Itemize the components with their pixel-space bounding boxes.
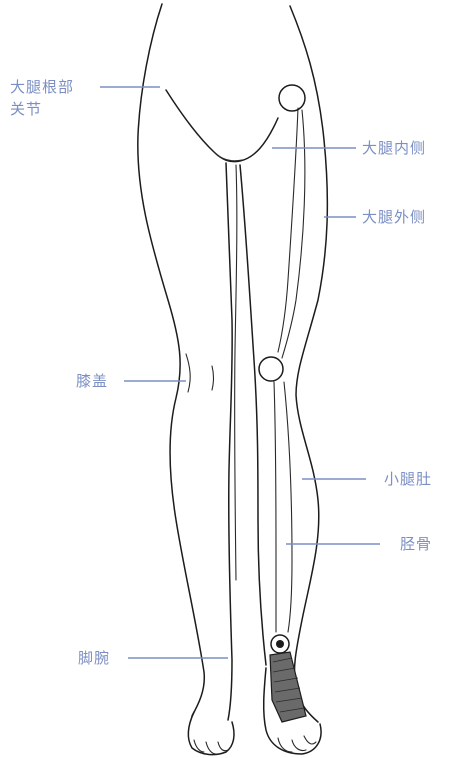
label-shin-bone: 胫骨 [400, 535, 432, 554]
label-thigh-root-joint-line1: 大腿根部 [10, 78, 74, 97]
label-thigh-root-joint-line2: 关节 [10, 100, 42, 119]
label-calf: 小腿肚 [384, 470, 432, 489]
foot-shaded-area [270, 652, 306, 722]
knee-joint-circle [259, 357, 283, 381]
left-leg-inner-contour-2 [235, 165, 237, 580]
label-outer-thigh: 大腿外侧 [362, 208, 426, 227]
left-foot [188, 712, 234, 755]
ankle-joint-circle-inner [276, 640, 284, 648]
left-knee-mark-2 [212, 366, 214, 390]
right-toes [278, 736, 316, 752]
label-inner-thigh: 大腿内侧 [362, 139, 426, 158]
groin-crease [166, 90, 278, 162]
left-leg-inner-contour [226, 163, 232, 720]
thigh-outer-line [282, 110, 305, 358]
shin-line-right [284, 382, 292, 632]
right-leg-outer-contour [290, 6, 327, 722]
label-knee: 膝盖 [76, 372, 108, 391]
left-leg-outer-contour [138, 4, 205, 716]
right-leg-inner-contour [240, 165, 266, 665]
label-ankle: 脚腕 [78, 649, 110, 668]
left-knee-mark [186, 354, 190, 392]
thigh-inner-line [278, 108, 298, 352]
hip-joint-circle [279, 85, 305, 111]
shin-line-left [274, 382, 276, 632]
